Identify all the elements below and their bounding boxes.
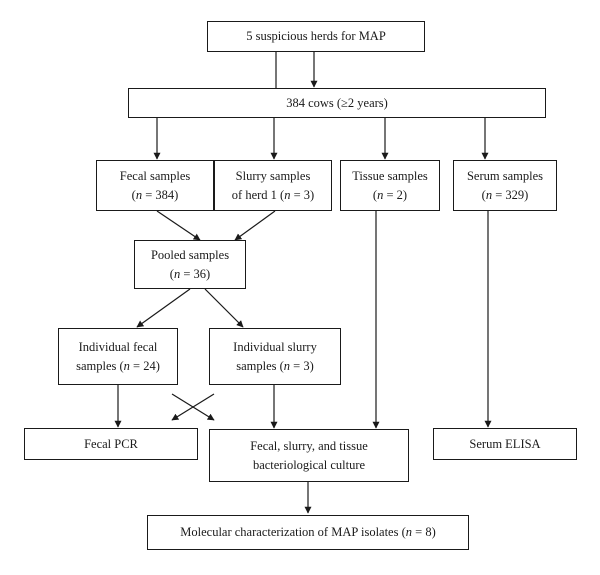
arrow-fecal-to-pooled xyxy=(156,210,201,241)
individual-fecal-box: Individual fecal samples (n = 24) xyxy=(58,328,178,385)
cows-box: 384 cows (≥2 years) xyxy=(128,88,546,118)
slurry-samples-label: Slurry samples xyxy=(235,168,311,183)
culture-label-line2: bacteriological culture xyxy=(252,457,366,472)
herds-label: 5 suspicious herds for MAP xyxy=(246,29,386,43)
herds-box: 5 suspicious herds for MAP xyxy=(207,21,425,52)
fecal-samples-label: Fecal samples xyxy=(119,168,191,183)
tissue-samples-box: Tissue samples (n = 2) xyxy=(340,160,440,211)
slurry-samples-box: Slurry samples of herd 1 (n = 3) xyxy=(214,160,332,211)
fecal-pcr-box: Fecal PCR xyxy=(24,428,198,460)
serum-samples-label: Serum samples xyxy=(466,168,544,183)
fecal-samples-box: Fecal samples (n = 384) xyxy=(96,160,214,211)
pooled-samples-count: (n = 36) xyxy=(169,266,211,281)
molecular-label: Molecular characterization of MAP isolat… xyxy=(180,525,436,539)
arrow-cross-to-pcr xyxy=(171,393,215,421)
serum-elisa-box: Serum ELISA xyxy=(433,428,577,460)
individual-fecal-count: samples (n = 24) xyxy=(76,358,160,373)
tissue-samples-count: (n = 2) xyxy=(372,187,408,202)
pooled-samples-label: Pooled samples xyxy=(150,247,230,262)
fecal-samples-count: (n = 384) xyxy=(131,187,179,202)
serum-samples-box: Serum samples (n = 329) xyxy=(453,160,557,211)
individual-slurry-box: Individual slurry samples (n = 3) xyxy=(209,328,341,385)
serum-samples-count: (n = 329) xyxy=(481,187,529,202)
arrow-pooled-to-indiv-slurry xyxy=(204,288,244,328)
pooled-samples-box: Pooled samples (n = 36) xyxy=(134,240,246,289)
cows-label: 384 cows (≥2 years) xyxy=(286,95,388,110)
culture-box: Fecal, slurry, and tissue bacteriologica… xyxy=(209,429,409,482)
serum-elisa-label: Serum ELISA xyxy=(469,436,541,451)
arrow-slurry-to-pooled xyxy=(234,210,276,241)
individual-slurry-count: samples (n = 3) xyxy=(236,358,314,373)
slurry-samples-count: of herd 1 (n = 3) xyxy=(231,187,315,202)
molecular-box: Molecular characterization of MAP isolat… xyxy=(147,515,469,550)
arrow-pooled-to-indiv-fecal xyxy=(136,288,191,328)
culture-label-line1: Fecal, slurry, and tissue xyxy=(250,438,368,453)
fecal-pcr-label: Fecal PCR xyxy=(84,436,138,451)
individual-fecal-label: Individual fecal xyxy=(78,339,158,354)
tissue-samples-label: Tissue samples xyxy=(352,168,428,183)
individual-slurry-label: Individual slurry xyxy=(233,339,317,354)
